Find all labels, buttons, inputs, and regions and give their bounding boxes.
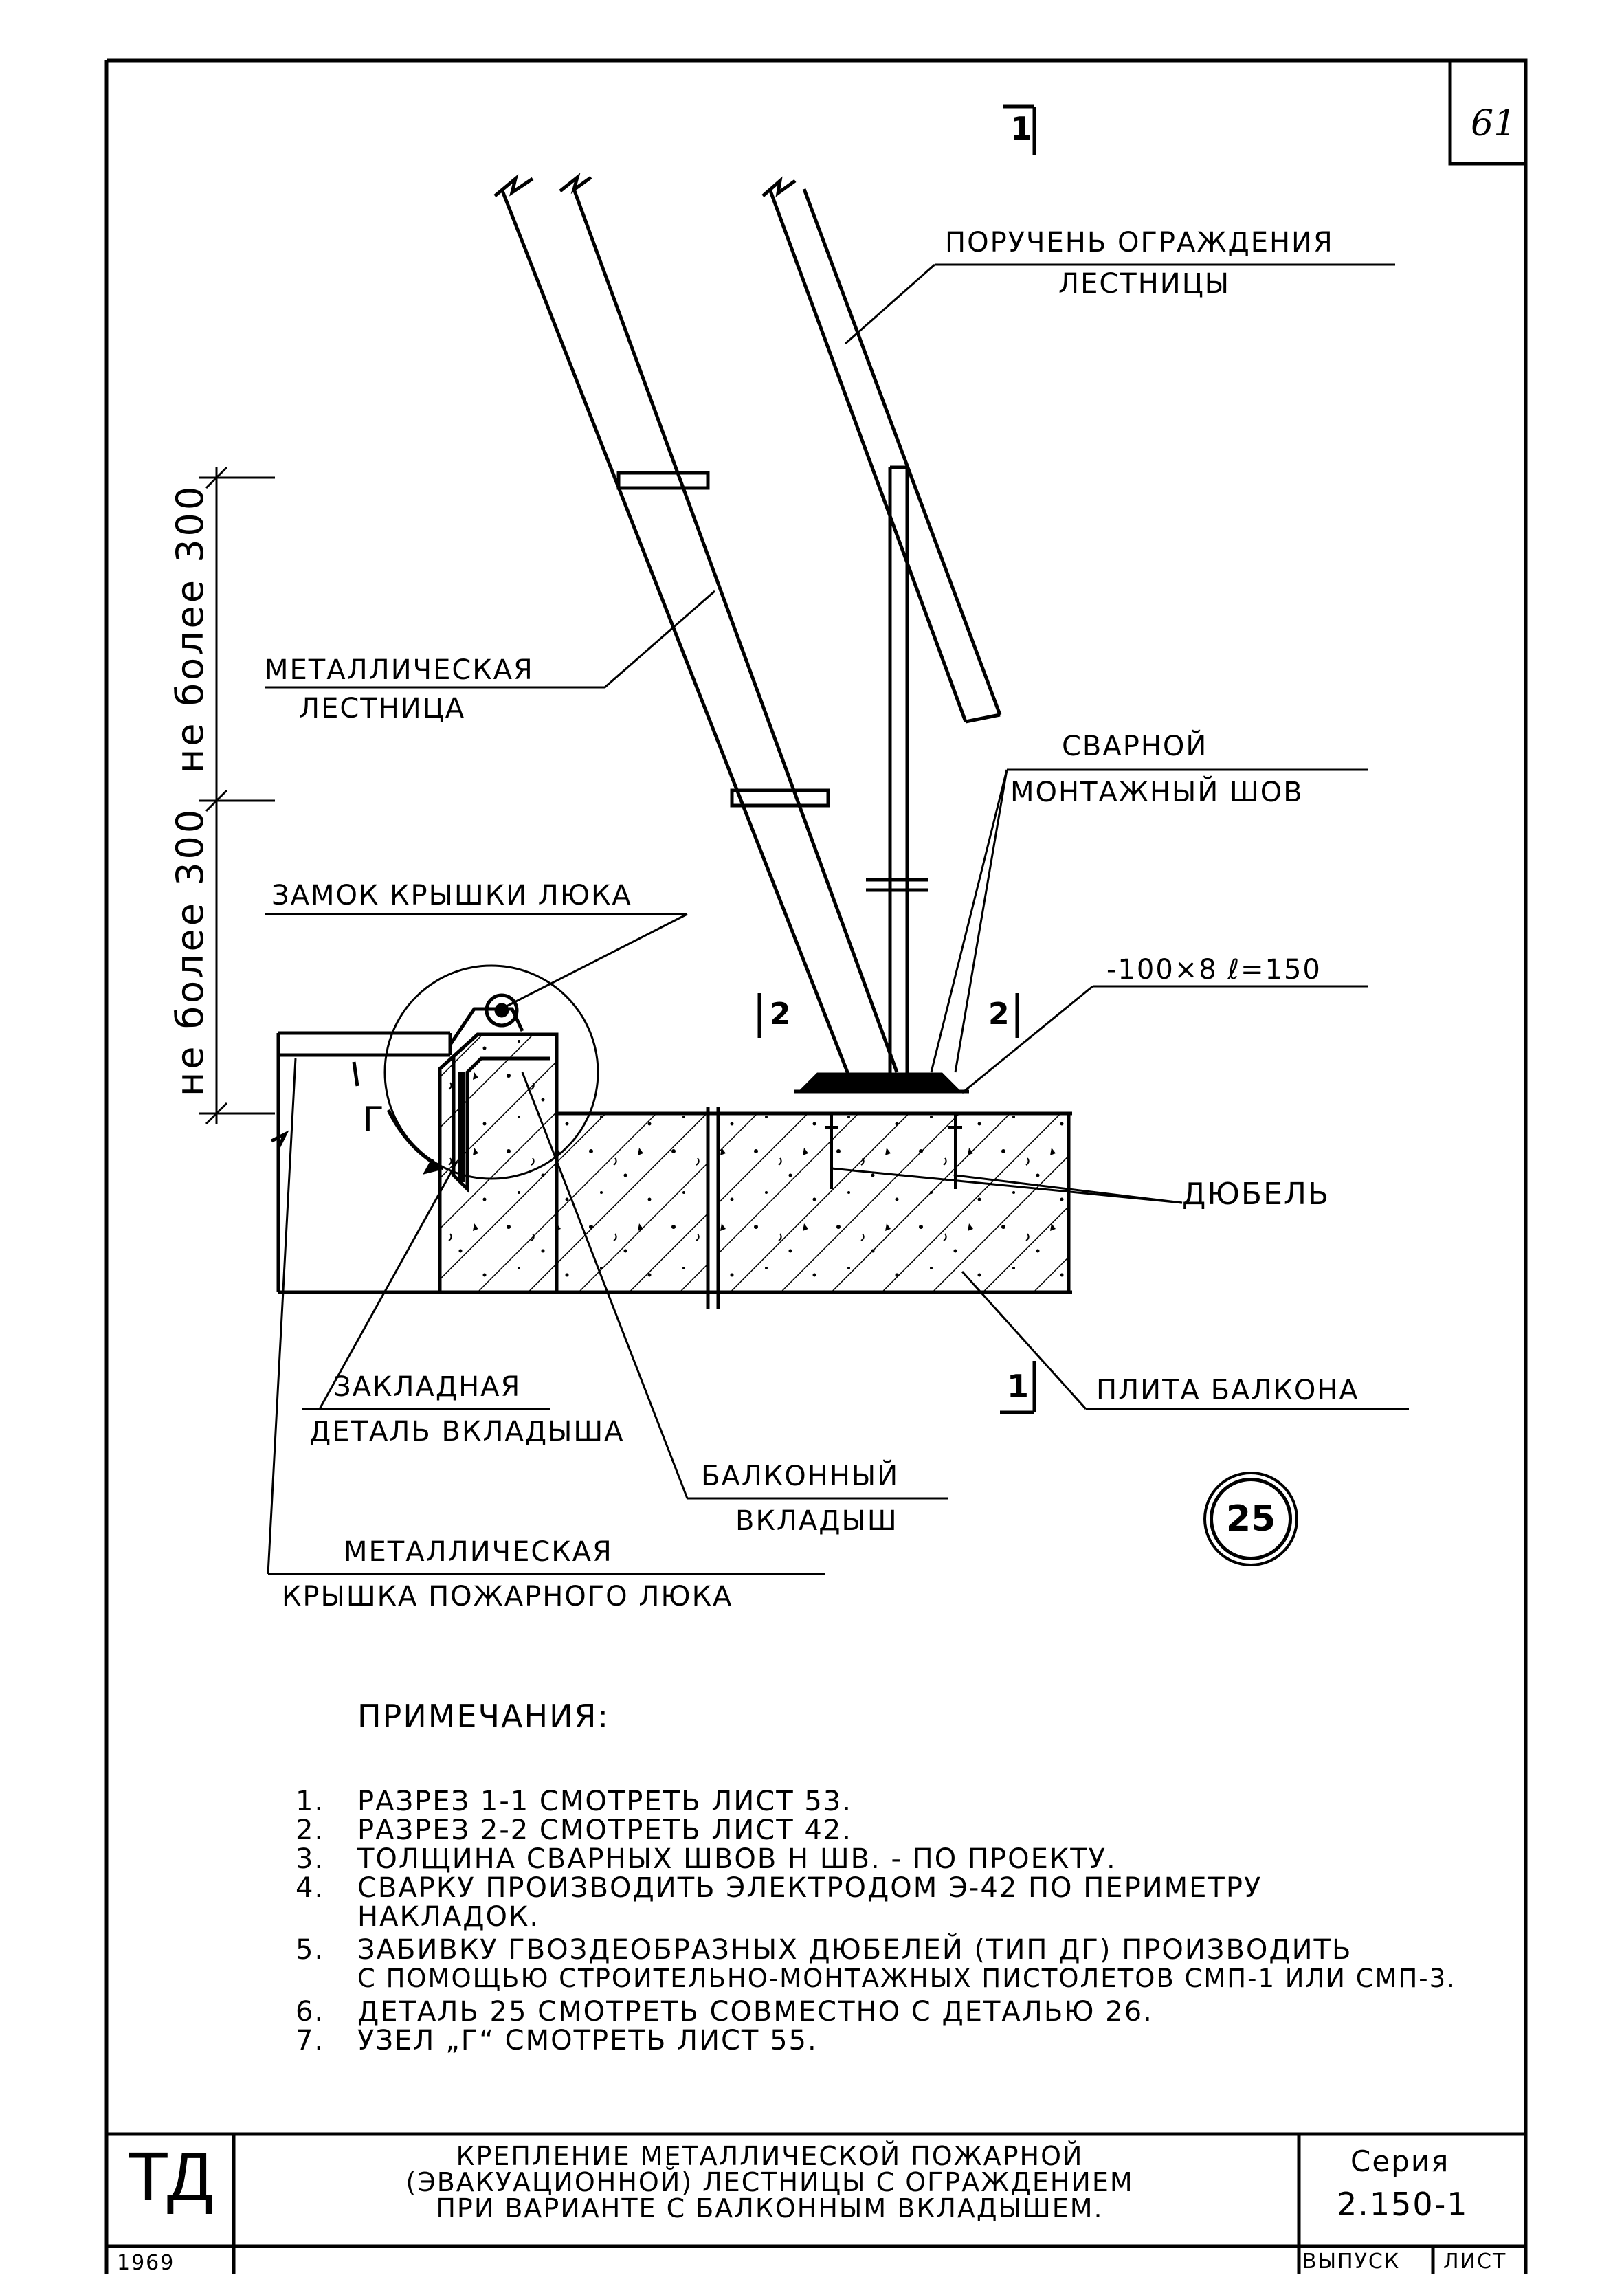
label-ladder-line2: лестница: [299, 693, 466, 724]
note-number: 3.: [296, 1843, 325, 1875]
label-dowel: дюбель: [1182, 1177, 1331, 1212]
note-text: с помощью строительно-монтажных пистолет…: [357, 1964, 1456, 1993]
issue-label: Выпуск: [1302, 2250, 1401, 2274]
label-cover-line2: крышка пожарного люка: [282, 1581, 733, 1612]
sheet-label: Лист: [1443, 2250, 1507, 2274]
label-handrail-line1: поручень ограждения: [945, 227, 1334, 258]
year: 1969: [117, 2251, 175, 2275]
label-weld-line1: сварной: [1062, 731, 1208, 762]
dimension-lines: [199, 466, 275, 1125]
note-text: Разрез 2-2 смотреть лист 42.: [357, 1815, 852, 1846]
note-number: 1.: [296, 1786, 325, 1817]
ladder-stringer: [493, 173, 899, 1076]
label-embedded-line1: закладная: [333, 1371, 522, 1403]
hatch-cover: [278, 964, 599, 1194]
note-text: Узел „Г“ смотреть лист 55.: [357, 2025, 818, 2056]
leader-lines: [265, 263, 1409, 1575]
railing-post: [866, 465, 928, 1079]
title-line: Крепление металлической пожарной: [456, 2141, 1084, 2171]
section-mark-2-right: 2: [988, 997, 1011, 1032]
label-cover-line1: металлическая: [344, 1536, 613, 1568]
section-mark-2-left: 2: [770, 997, 792, 1032]
title-line: (эвакуационной) лестницы с ограждением: [405, 2167, 1134, 2197]
drawing-title: Крепление металлической пожарной (эвакуа…: [247, 2143, 1292, 2221]
label-plate: -100×8 ℓ=150: [1106, 954, 1322, 986]
label-insert-line2: вкладыш: [735, 1505, 898, 1537]
section-marks: [757, 104, 1036, 1414]
section-mark-top: 1: [1010, 110, 1034, 147]
notes-heading: Примечания:: [357, 1698, 610, 1735]
note-number: 7.: [296, 2025, 325, 2056]
note-text: Разрез 1-1 смотреть лист 53.: [357, 1786, 852, 1817]
series-value: 2.150-1: [1337, 2186, 1469, 2223]
note-text: Деталь 25 смотреть совместно с деталью 2…: [357, 1996, 1153, 2028]
label-ladder-line1: металлическая: [265, 654, 534, 686]
label-node-g: Г: [363, 1100, 386, 1140]
label-hatch-lock: замок крышки люка: [271, 880, 632, 911]
note-text: накладок.: [357, 1901, 540, 1933]
note-number: 4.: [296, 1872, 325, 1904]
series-label: Серия: [1350, 2144, 1450, 2178]
note-text: Толщина сварных швов h шв. - по проекту.: [357, 1843, 1117, 1875]
note-number: 6.: [296, 1996, 325, 2028]
title-line: при варианте с балконным вкладышем.: [436, 2193, 1104, 2223]
dimension-lower: не более 300: [168, 806, 212, 1096]
detail-number: 25: [1210, 1478, 1292, 1560]
label-embedded-line2: деталь вкладыша: [309, 1416, 625, 1447]
handrail: [761, 176, 1002, 724]
section-mark-bottom: 1: [1007, 1368, 1031, 1405]
sheet-frame: [104, 58, 1528, 2274]
dowels: [825, 1113, 962, 1189]
dimension-upper: не более 300: [168, 483, 212, 773]
organization-logo: ТД: [127, 2138, 214, 2215]
base-plate: [794, 1072, 969, 1094]
note-text: Забивку гвоздеобразных дюбелей (тип ДГ) …: [357, 1934, 1353, 1966]
sheet-number: 61: [1471, 103, 1517, 144]
note-text: Сварку производить электродом Э-42 по пе…: [357, 1872, 1263, 1904]
label-weld-line2: монтажный шов: [1010, 777, 1304, 808]
note-number: 5.: [296, 1934, 325, 1966]
label-balcony-slab: плита балкона: [1096, 1375, 1359, 1406]
label-insert-line1: балконный: [701, 1461, 900, 1492]
note-number: 2.: [296, 1815, 325, 1846]
label-handrail-line2: лестницы: [1058, 268, 1231, 300]
title-block-lines: [107, 2132, 1526, 2274]
balcony-slab: [270, 1032, 1072, 1309]
